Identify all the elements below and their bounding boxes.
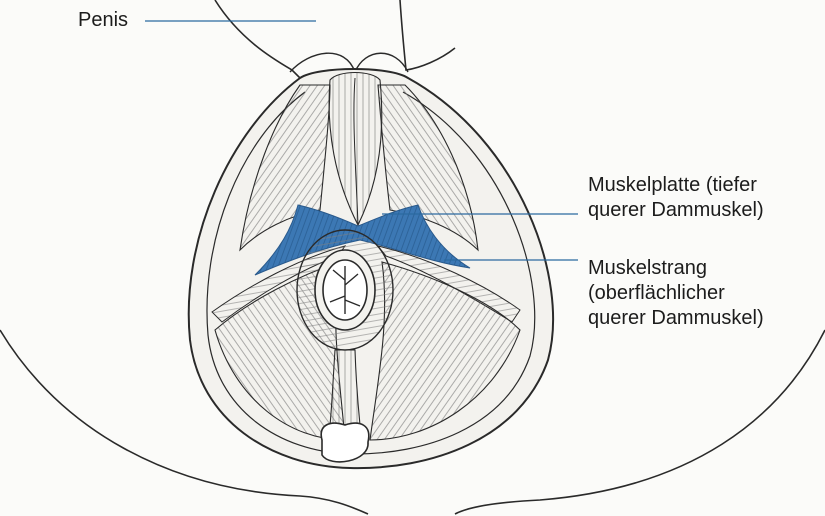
anococcygeal-ligament: [329, 349, 361, 426]
label-muskelplatte-line2: querer Dammuskel): [588, 199, 764, 221]
label-muskelstrang: Muskelstrang (oberflächlicher querer Dam…: [588, 256, 764, 331]
label-muskelstrang-line1: Muskelstrang: [588, 257, 707, 279]
coccyx: [320, 422, 370, 463]
label-muskelstrang-line3: querer Dammuskel): [588, 307, 764, 329]
body-outline: [0, 329, 825, 515]
midline: [353, 77, 359, 226]
anus-folds: [329, 266, 361, 314]
label-penis: Penis: [78, 9, 129, 31]
label-muskelplatte-line1: Muskelplatte (tiefer: [588, 174, 757, 196]
lower-muscle-right: [369, 261, 521, 441]
label-muskelplatte: Muskelplatte (tiefer querer Dammuskel): [588, 173, 764, 223]
label-muskelstrang-line2: (oberflächlicher: [588, 282, 725, 304]
penis-shape: [214, 0, 456, 79]
upper-muscle-center: [328, 71, 383, 227]
